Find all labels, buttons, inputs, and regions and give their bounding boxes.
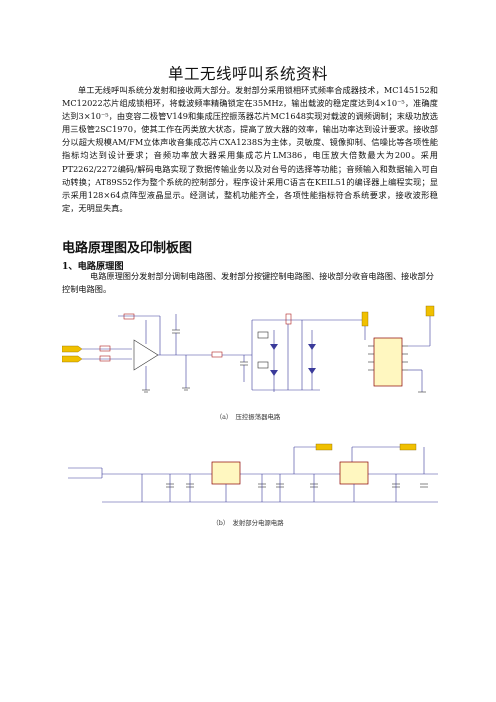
figure-a-caption: （a） 压控振荡器电路 bbox=[215, 413, 281, 421]
intro-paragraph: 单工无线呼叫系统分发射和接收两大部分。发射部分采用锁相环式频率合成器技术，MC1… bbox=[62, 85, 438, 213]
figure-b-schematic bbox=[62, 438, 440, 514]
power-supply-diagram bbox=[68, 443, 438, 503]
subsection-heading: 1、电路原理图 bbox=[62, 261, 124, 272]
figure-b-caption: （b） 发射部分电源电路 bbox=[212, 519, 284, 527]
subsection-paragraph: 电路原理图分发射部分调制电路图、发射部分按键控制电路图、接收部分收音电路图、接收… bbox=[62, 271, 434, 294]
section-heading: 电路原理图及印制板图 bbox=[62, 241, 193, 256]
figure-a-schematic bbox=[61, 300, 440, 408]
vco-circuit-diagram bbox=[61, 305, 435, 393]
document-title: 单工无线呼叫系统资料 bbox=[167, 65, 328, 83]
